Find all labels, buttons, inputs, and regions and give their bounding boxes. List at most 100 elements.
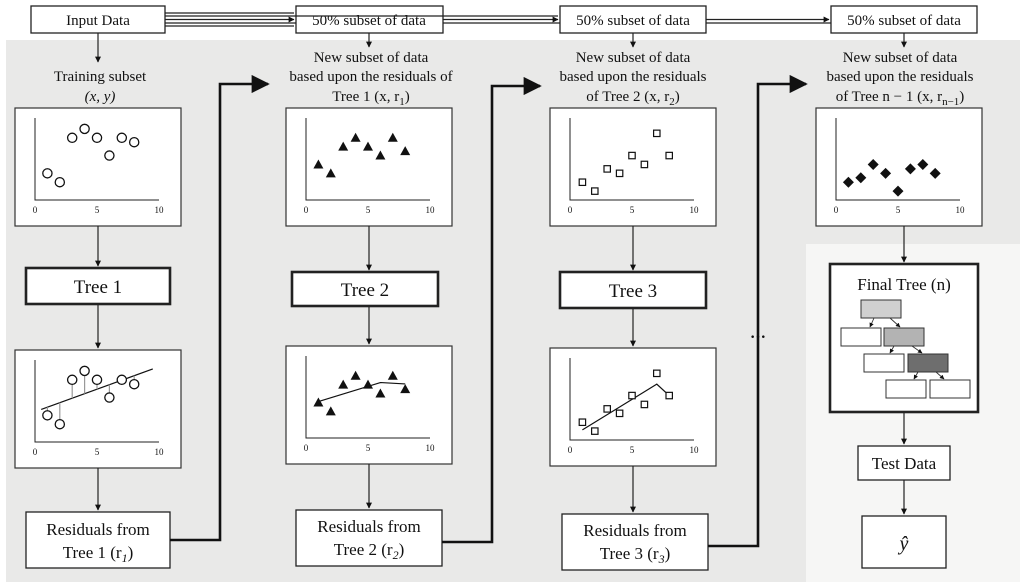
residuals_3-tick-5: 5 xyxy=(630,205,635,215)
output-box xyxy=(861,515,947,569)
residuals_3-axes xyxy=(569,118,694,201)
training-point-6 xyxy=(116,132,128,144)
residuals_2-tick-5-fitted: 5 xyxy=(366,443,371,453)
residuals_2-point-4-fitted xyxy=(363,379,373,389)
residuals_3-point-4 xyxy=(628,151,636,160)
residuals_3-fit-line-fitted xyxy=(582,383,670,431)
residuals_3-point-2 xyxy=(603,165,612,173)
plot-panel-training xyxy=(14,107,182,227)
residuals_3-point-2-fitted xyxy=(603,405,612,413)
tree-node-left xyxy=(840,327,882,347)
residuals_2-tick-0: 0 xyxy=(304,205,309,215)
residuals_2-point-0-fitted xyxy=(313,397,324,407)
residuals3-line1: Residuals from xyxy=(583,521,686,540)
tree2-box xyxy=(290,270,440,308)
residuals_2-point-0 xyxy=(313,159,324,169)
residuals_3-tick-0-fitted: 0 xyxy=(568,445,573,455)
training-point-3-fitted xyxy=(79,365,90,377)
subset-2-box xyxy=(559,5,707,34)
residuals_2-point-6 xyxy=(387,132,398,142)
subset-3-label: 50% subset of data xyxy=(847,13,961,29)
residuals_3-tick-10-fitted: 10 xyxy=(690,445,700,455)
residuals_2-point-7 xyxy=(400,146,411,156)
residuals_3-point-1-fitted xyxy=(590,427,599,435)
training-point-4 xyxy=(91,132,103,144)
residuals_3-point-6-fitted xyxy=(652,369,661,378)
residuals_n-point-4 xyxy=(892,185,904,197)
stage2-caption-line2: based upon the residuals of xyxy=(289,69,452,85)
residuals_3-point-7-fitted xyxy=(665,391,674,400)
residuals_n-point-1 xyxy=(855,172,867,184)
residuals_3-point-3-fitted xyxy=(615,409,624,418)
residuals_3-point-1 xyxy=(590,187,599,195)
stage1-caption-line1: Training subset xyxy=(54,69,147,85)
tree-node-right xyxy=(883,327,925,347)
plot-panel-residuals-n xyxy=(815,107,983,227)
residuals_n-axes xyxy=(835,118,960,201)
residuals_2-tick-10: 10 xyxy=(426,205,436,215)
training-point-2 xyxy=(66,132,78,144)
residuals_n-point-6 xyxy=(917,158,929,170)
training-point-2-fitted xyxy=(66,374,78,386)
residuals_3-point-5 xyxy=(640,160,649,169)
residuals2-line1: Residuals from xyxy=(317,517,420,536)
residuals_2-point-5-fitted xyxy=(375,388,386,398)
residuals1-line1: Residuals from xyxy=(46,520,149,539)
training-point-5 xyxy=(104,150,115,161)
training-point-5-fitted xyxy=(104,392,115,403)
residuals_2-point-3-fitted xyxy=(350,370,361,380)
residuals_n-tick-0: 0 xyxy=(834,205,839,215)
residuals_n-point-7 xyxy=(929,167,941,179)
residuals_3-axes-fitted xyxy=(569,358,694,441)
residuals3-box xyxy=(561,513,709,571)
connector-res3-to-stagen xyxy=(708,74,808,548)
residuals_2-point-3 xyxy=(350,132,361,142)
tree3-label: Tree 3 xyxy=(609,281,657,302)
tree-node-root xyxy=(860,299,902,319)
residuals_2-point-2-fitted xyxy=(338,379,349,389)
test-data-label: Test Data xyxy=(872,454,937,473)
top-row-connectors xyxy=(165,12,831,27)
residuals_3-point-0-fitted xyxy=(578,418,587,427)
residuals1-box xyxy=(25,511,171,569)
residuals_2-point-5 xyxy=(375,150,386,160)
training-tick-5: 5 xyxy=(95,205,100,215)
tree-node-rl xyxy=(863,353,905,373)
subset-2-label: 50% subset of data xyxy=(576,13,690,29)
residuals1-line2: Tree 1 (r1) xyxy=(63,543,134,565)
training-tick-10-fitted: 10 xyxy=(155,447,165,457)
residuals_n-point-3 xyxy=(880,167,892,179)
training-point-3 xyxy=(79,123,90,135)
connector-res1-to-stage2 xyxy=(170,74,270,542)
test-data-box xyxy=(857,445,951,481)
tree1-label: Tree 1 xyxy=(74,277,122,298)
residuals_3-tick-0: 0 xyxy=(568,205,573,215)
stagen-caption-line1: New subset of data xyxy=(843,50,958,66)
residuals_2-axes-fitted xyxy=(305,356,430,439)
residuals3-line2: Tree 3 (r3) xyxy=(600,544,671,566)
residuals_2-point-6-fitted xyxy=(387,370,398,380)
tree2-label: Tree 2 xyxy=(341,280,389,301)
residuals_2-point-1 xyxy=(325,168,336,178)
residuals_n-tick-10: 10 xyxy=(956,205,966,215)
training-point-0 xyxy=(42,168,53,179)
residuals2-box xyxy=(295,509,443,567)
final-tree-label: Final Tree (n) xyxy=(857,275,951,294)
training-point-1 xyxy=(54,176,66,188)
training-axes-fitted xyxy=(34,360,159,443)
residuals_2-point-2 xyxy=(338,141,349,151)
residuals_3-tick-5-fitted: 5 xyxy=(630,445,635,455)
tree-node-rr xyxy=(907,353,949,373)
residuals_n-tick-5: 5 xyxy=(896,205,901,215)
residuals2-line2: Tree 2 (r2) xyxy=(334,540,405,562)
residuals_3-point-0 xyxy=(578,178,587,187)
residuals_2-point-7-fitted xyxy=(400,384,411,394)
stagen-caption-line3: of Tree n − 1 (x, rn−1) xyxy=(836,89,965,108)
tree-node-rrl xyxy=(885,379,927,399)
residuals_3-point-4-fitted xyxy=(628,391,636,400)
residuals_3-point-3 xyxy=(615,169,624,178)
training-point-4-fitted xyxy=(91,374,103,386)
training-point-6-fitted xyxy=(116,374,128,386)
